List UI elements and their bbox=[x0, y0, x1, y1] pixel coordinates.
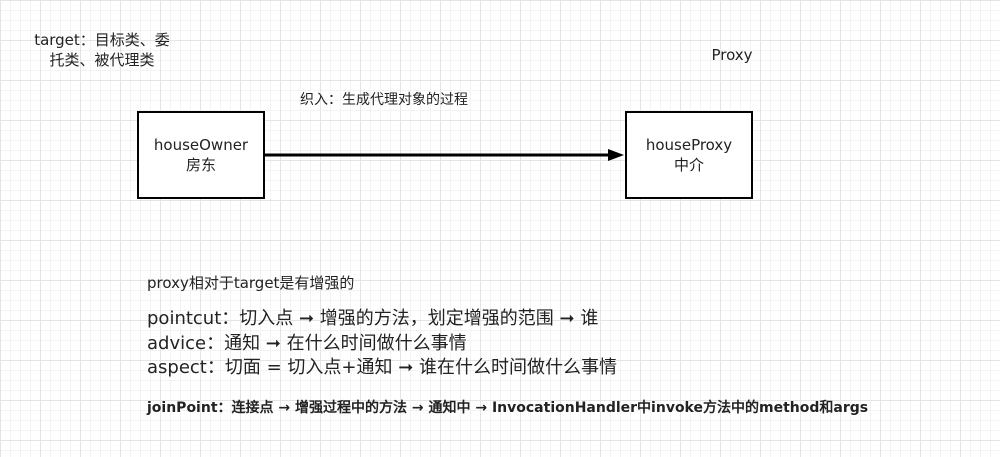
house-owner-label: 房东 bbox=[185, 156, 216, 174]
enhance-note: proxy相对于target是有增强的 bbox=[147, 274, 355, 292]
weave-note: 织入：生成代理对象的过程 bbox=[300, 92, 468, 108]
joinpoint-note: joinPoint：连接点 → 增强过程中的方法 → 通知中 → Invocat… bbox=[147, 400, 869, 416]
house-proxy-label: 中介 bbox=[673, 156, 704, 174]
house-proxy-box[interactable]: houseProxy 中介 bbox=[625, 111, 753, 199]
target-note-line2: 托类、被代理类 bbox=[49, 51, 155, 69]
house-owner-box[interactable]: houseOwner 房东 bbox=[137, 111, 265, 199]
target-note: target：目标类、委 托类、被代理类 bbox=[22, 30, 182, 70]
advice-line: advice：通知 ➞ 在什么时间做什么事情 bbox=[147, 332, 467, 354]
concepts-block: pointcut：切入点 ➞ 增强的方法，划定增强的范围 ➞ 谁 advice：… bbox=[147, 307, 617, 381]
aspect-line: aspect：切面 = 切入点+通知 ➞ 谁在什么时间做什么事情 bbox=[147, 357, 617, 378]
proxy-title: Proxy bbox=[711, 46, 753, 64]
house-owner-name: houseOwner bbox=[153, 136, 249, 154]
pointcut-line: pointcut：切入点 ➞ 增强的方法，划定增强的范围 ➞ 谁 bbox=[147, 308, 599, 329]
target-note-line1: target：目标类、委 bbox=[34, 31, 170, 49]
house-proxy-name: houseProxy bbox=[645, 136, 733, 154]
arrow-head bbox=[608, 149, 624, 161]
